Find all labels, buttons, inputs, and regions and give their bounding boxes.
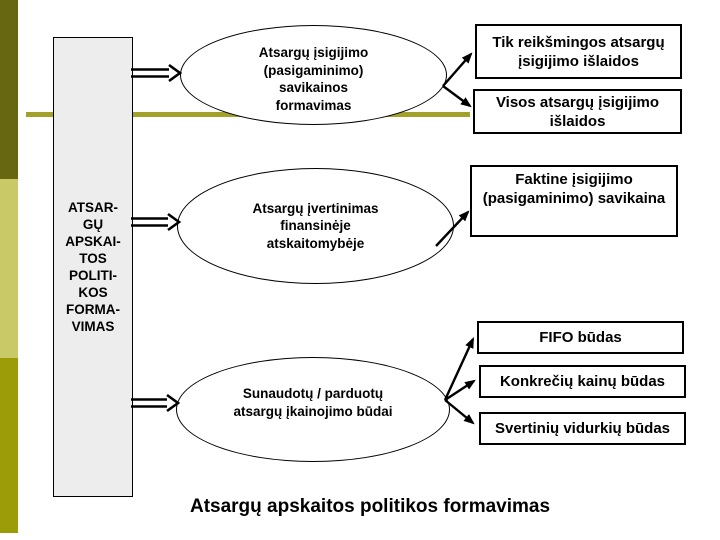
side-box-line: TOS	[79, 251, 107, 266]
box-weighted-average-method: Svertinių vidurkių būdas	[479, 412, 686, 445]
ellipse-text-line: Sunaudotų / parduotų	[242, 386, 384, 401]
box-text-line: Visos atsargų įsigijimo	[495, 93, 660, 111]
ellipse-text-line: (pasigaminimo)	[263, 62, 364, 78]
box-specific-prices-method: Konkrečių kainų būdas	[479, 365, 686, 398]
side-box-line: KOS	[78, 285, 108, 300]
side-box-line: ATSAR-	[68, 200, 118, 215]
side-box-atsargu-apskaitos-politikos-formavimas: ATSAR- GŲ APSKAI- TOS POLITI- KOS FORMA-…	[53, 37, 133, 497]
box-text-line: Svertinių vidurkių būdas	[494, 420, 671, 437]
side-box-line: POLITI-	[69, 268, 117, 283]
ellipse-text-line: Atsargų įvertinimas	[252, 200, 379, 216]
arrow-icon	[442, 52, 473, 87]
box-text-line: (pasigaminimo) savikaina	[482, 190, 666, 207]
box-fifo-method: FIFO būdas	[477, 321, 684, 354]
box-text-line: įsigijimo išlaidos	[518, 52, 639, 70]
ellipse-text-line: finansinėje	[280, 218, 351, 234]
arrow-icon	[443, 337, 475, 401]
box-text-line: Konkrečių kainų būdas	[499, 373, 666, 390]
striped-arrow-icon	[131, 393, 181, 413]
striped-arrow-icon	[131, 212, 182, 232]
slide-title: Atsargų apskaitos politikos formavimas	[189, 496, 551, 517]
side-box-line: APSKAI-	[65, 234, 121, 249]
ellipse-text-line: atsargų įkainojimo būdai	[233, 403, 393, 419]
striped-arrow-icon	[131, 63, 183, 83]
arrow-icon	[442, 85, 472, 108]
left-accent-bar-mid	[0, 358, 18, 533]
ellipse-text-line: Atsargų įsigijimo	[258, 45, 369, 60]
box-text-line: FIFO būdas	[539, 329, 622, 346]
arrow-icon	[444, 379, 476, 402]
ellipse-text-line: atskaitomybėje	[266, 235, 365, 251]
box-text-line: Tik reikšmingos atsargų	[492, 33, 665, 51]
box-all-acquisition-costs: Visos atsargų įsigijimo išlaidos	[473, 89, 682, 134]
ellipse-cost-formation: Atsargų įsigijimo (pasigaminimo) savikai…	[180, 25, 447, 125]
side-box-line: VIMAS	[71, 319, 115, 334]
left-accent-bar-dark	[0, 0, 18, 179]
box-text-line: Faktine įsigijimo	[515, 171, 633, 188]
side-box-line: FORMA-	[66, 302, 120, 317]
ellipse-valuation-in-statements: Atsargų įvertinimas finansinėje atskaito…	[177, 168, 454, 284]
side-box-line: GŲ	[82, 217, 104, 232]
box-significant-acquisition-costs: Tik reikšmingos atsargų įsigijimo išlaid…	[475, 24, 682, 79]
ellipse-text-line: formavimas	[275, 97, 352, 113]
left-accent-bar-light	[0, 179, 18, 358]
ellipse-text-line: savikainos	[278, 80, 349, 95]
ellipse-pricing-methods: Sunaudotų / parduotų atsargų įkainojimo …	[176, 357, 450, 462]
box-actual-acquisition-cost: Faktine įsigijimo (pasigaminimo) savikai…	[470, 165, 678, 237]
box-text-line: išlaidos	[549, 112, 606, 130]
